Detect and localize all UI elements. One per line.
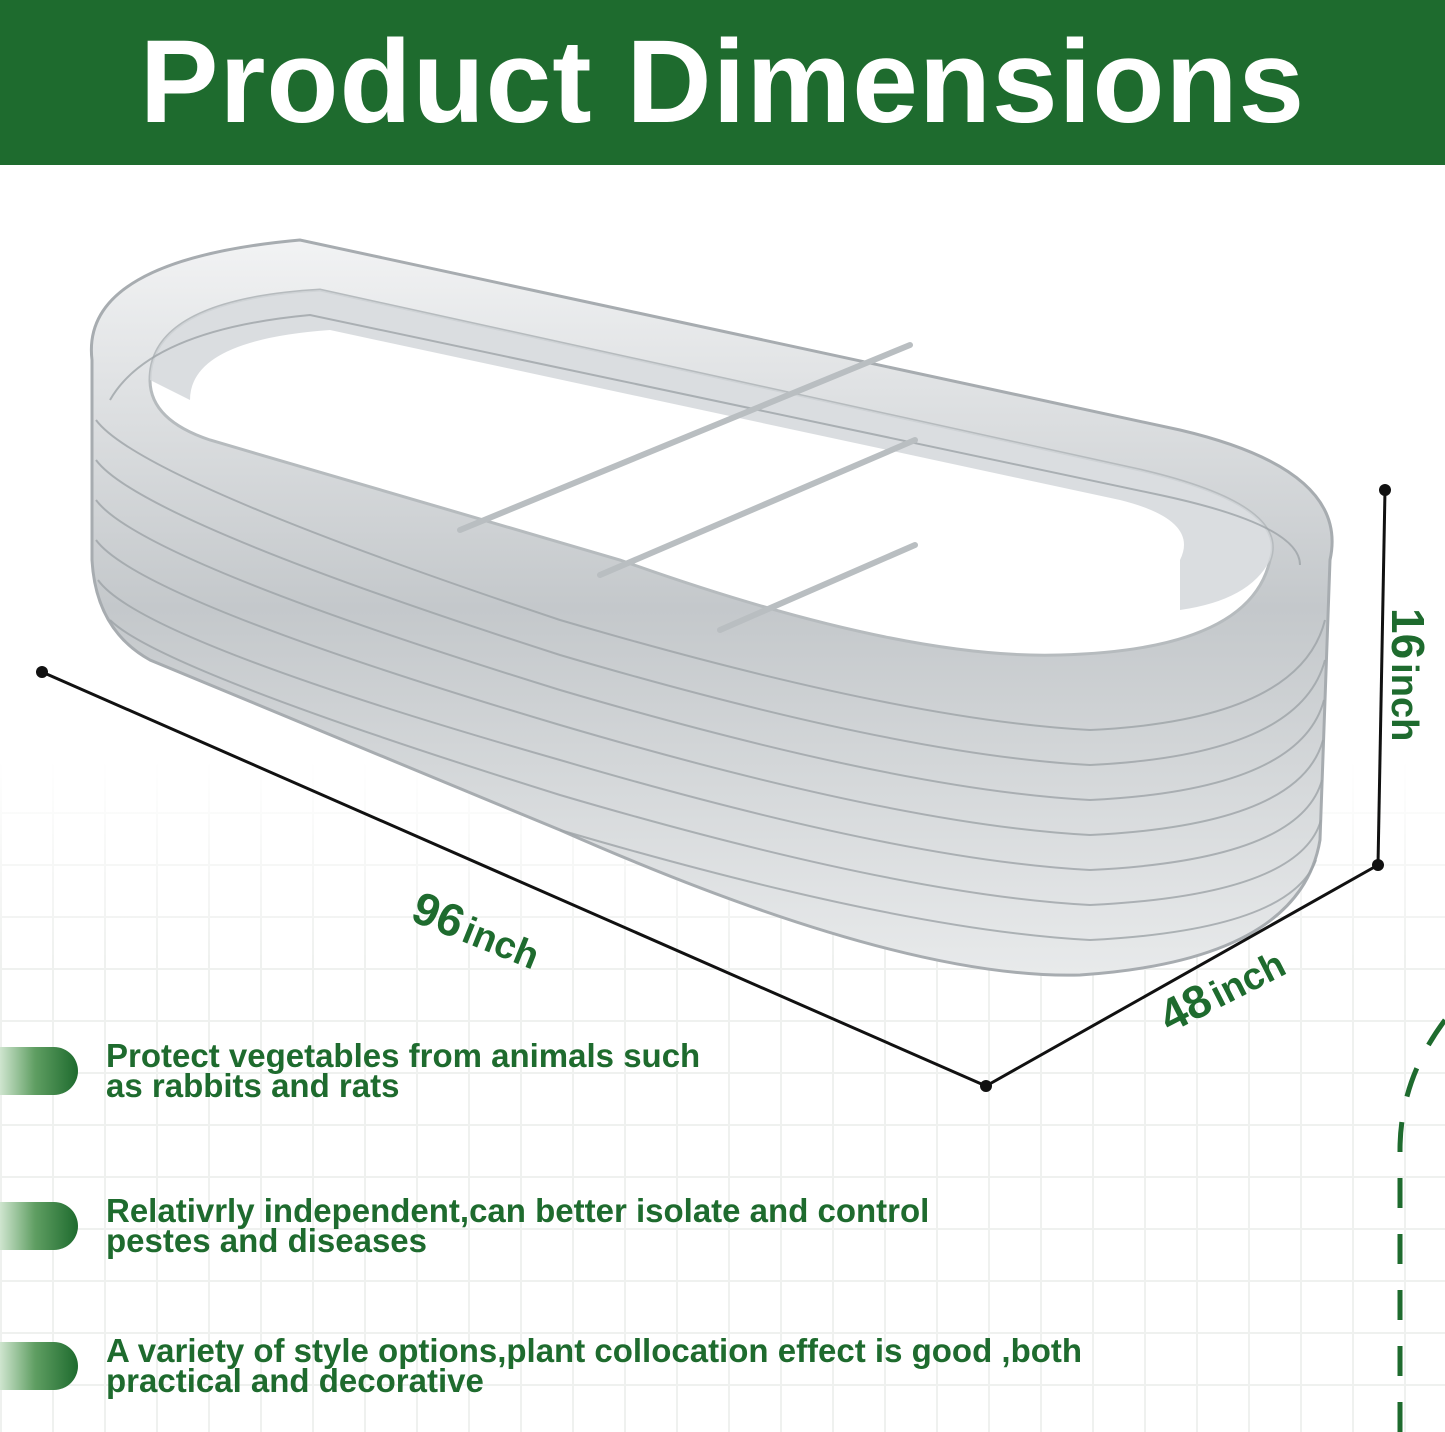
feature-line: Protect vegetables from animals such <box>106 1037 701 1074</box>
height-unit: inch <box>1383 663 1425 742</box>
height-label: 16inch <box>1381 608 1435 741</box>
bullet-pill-icon <box>0 1047 78 1095</box>
feature-text: Protect vegetables from animals such as … <box>106 1037 701 1104</box>
feature-line: pestes and diseases <box>106 1222 428 1259</box>
garden-bed <box>89 238 1334 977</box>
feature-line: Relativrly independent,can better isolat… <box>106 1192 930 1229</box>
decorative-dashed-arc <box>1397 1018 1445 1432</box>
page-title: Product Dimensions <box>139 16 1306 148</box>
header-banner: Product Dimensions <box>0 0 1445 165</box>
feature-line: as rabbits and rats <box>106 1067 400 1104</box>
feature-item: A variety of style options,plant colloca… <box>0 1334 1300 1412</box>
feature-item: Protect vegetables from animals such as … <box>0 1039 1300 1117</box>
feature-text: Relativrly independent,can better isolat… <box>106 1192 930 1259</box>
feature-line: practical and decorative <box>106 1362 484 1399</box>
height-value: 16 <box>1382 608 1434 660</box>
feature-text: A variety of style options,plant colloca… <box>106 1332 1083 1399</box>
bullet-pill-icon <box>0 1342 78 1390</box>
feature-line: A variety of style options,plant colloca… <box>106 1332 1083 1369</box>
feature-item: Relativrly independent,can better isolat… <box>0 1194 1300 1272</box>
dimension-lines <box>41 489 1387 1088</box>
bullet-pill-icon <box>0 1202 78 1250</box>
